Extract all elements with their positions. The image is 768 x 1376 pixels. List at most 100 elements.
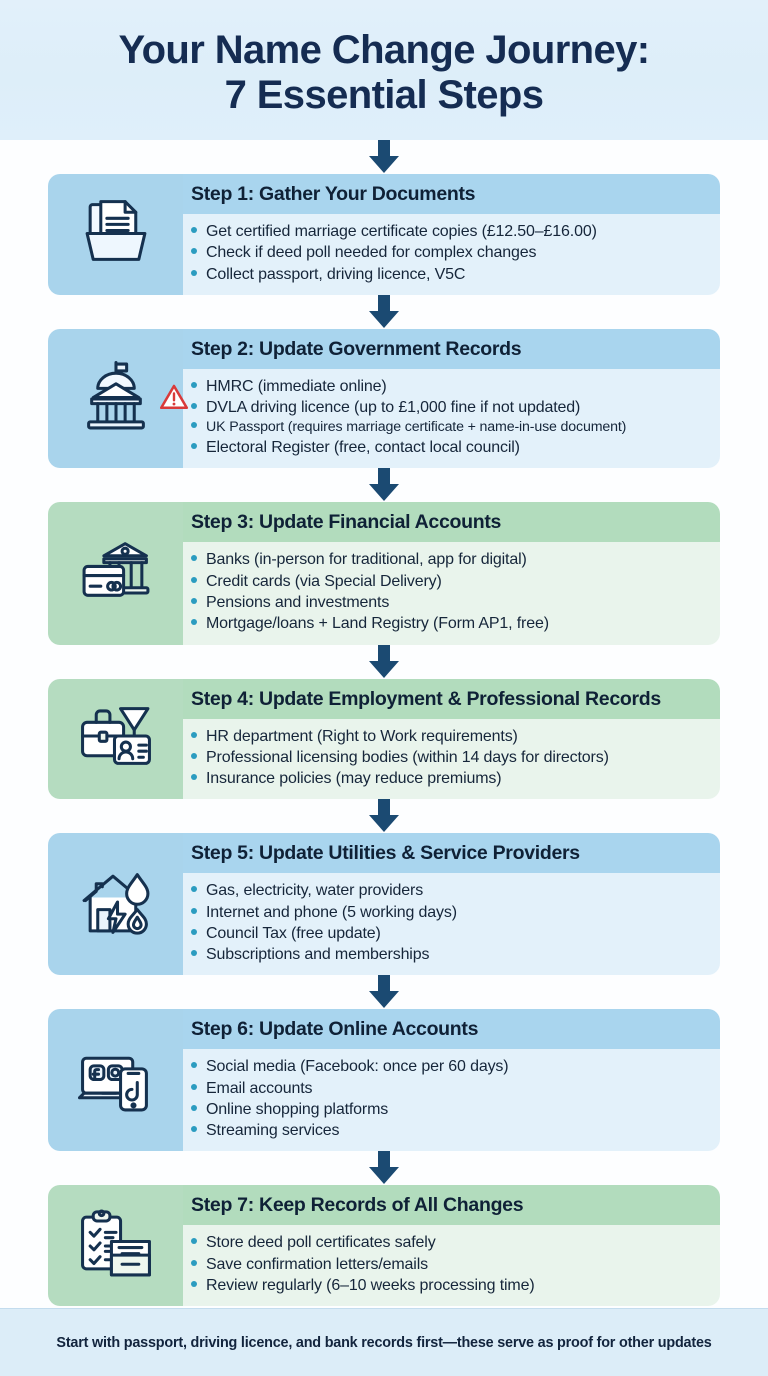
bullet-text: UK Passport (requires marriage certifica…	[206, 419, 627, 436]
bullet-dot-icon	[191, 576, 197, 583]
bullet-text: HMRC (immediate online)	[206, 377, 387, 395]
bullet-dot-icon	[191, 443, 197, 450]
list-item: Pensions and investments	[191, 592, 710, 613]
step-bullet-list: HR department (Right to Work requirement…	[183, 718, 720, 800]
page-title-line-2: 7 Essential Steps	[224, 73, 544, 117]
bullet-text: Credit cards (via Special Delivery)	[206, 572, 442, 590]
list-item: Get certified marriage certificate copie…	[191, 221, 710, 242]
step-icon-pane	[48, 833, 183, 976]
down-arrow-icon	[369, 1151, 399, 1185]
bullet-text: Save confirmation letters/emails	[206, 1255, 428, 1273]
bullet-text: HR department (Right to Work requirement…	[206, 727, 518, 745]
footer-note-bar: Start with passport, driving licence, an…	[0, 1308, 768, 1376]
list-item: Subscriptions and memberships	[191, 944, 710, 965]
bullet-text: Insurance policies (may reduce premiums)	[206, 770, 502, 788]
bullet-dot-icon	[191, 248, 197, 255]
bullet-dot-icon	[191, 1126, 197, 1133]
step-bullet-list: Get certified marriage certificate copie…	[183, 214, 720, 295]
step-icon-pane	[48, 502, 183, 645]
bullet-text: DVLA driving licence (up to £1,000 fine …	[206, 399, 581, 417]
connector-arrow-6-to-7	[48, 1151, 720, 1185]
step-icon-pane	[48, 328, 189, 469]
step-title: Step 7: Keep Records of All Changes	[183, 1185, 720, 1226]
step-title: Step 3: Update Financial Accounts	[183, 502, 720, 543]
bullet-dot-icon	[191, 731, 197, 738]
bullet-text: Gas, electricity, water providers	[206, 882, 424, 900]
bullet-dot-icon	[191, 381, 197, 388]
bullet-dot-icon	[191, 1280, 197, 1287]
bullet-text: Store deed poll certificates safely	[206, 1234, 436, 1252]
list-item: Gas, electricity, water providers	[191, 880, 710, 901]
bullet-dot-icon	[191, 227, 197, 233]
bullet-text: Check if deed poll needed for complex ch…	[206, 244, 537, 262]
bullet-text: Collect passport, driving licence, V5C	[206, 265, 466, 283]
bullet-text: Online shopping platforms	[206, 1100, 389, 1118]
bullet-dot-icon	[191, 598, 197, 604]
bullet-text: Mortgage/loans + Land Registry (Form AP1…	[206, 615, 549, 633]
step-card-5[interactable]: Step 5: Update Utilities & Service Provi…	[48, 833, 720, 976]
bullet-dot-icon	[191, 907, 197, 914]
connector-arrow-top	[48, 140, 720, 174]
down-arrow-icon	[369, 975, 399, 1009]
step-card-4[interactable]: Step 4: Update Employment & Professional…	[48, 678, 720, 800]
bullet-text: Council Tax (free update)	[206, 924, 381, 942]
list-item: Check if deed poll needed for complex ch…	[191, 242, 710, 263]
list-item: DVLA driving licence (up to £1,000 fine …	[191, 397, 710, 418]
clipboard-file-box-icon	[78, 1205, 154, 1286]
step-bullet-list: Banks (in-person for traditional, app fo…	[183, 542, 720, 645]
page-title: Your Name Change Journey: 7 Essential St…	[118, 28, 650, 118]
bullet-dot-icon	[191, 1062, 197, 1069]
bullet-dot-icon	[191, 1259, 197, 1266]
list-item: Electoral Register (free, contact local …	[191, 437, 710, 458]
list-item: Internet and phone (5 working days)	[191, 902, 710, 923]
step-title: Step 6: Update Online Accounts	[183, 1009, 720, 1050]
bullet-dot-icon	[191, 619, 197, 626]
step-title: Step 1: Gather Your Documents	[183, 174, 720, 214]
down-arrow-icon	[369, 140, 399, 173]
bullet-text: Electoral Register (free, contact local …	[206, 439, 520, 457]
list-item: Social media (Facebook: once per 60 days…	[191, 1056, 710, 1077]
connector-arrow-2-to-3	[48, 468, 720, 502]
bullet-dot-icon	[191, 950, 197, 957]
bullet-text: Subscriptions and memberships	[206, 946, 430, 964]
bullet-dot-icon	[191, 422, 197, 429]
bullet-dot-icon	[191, 1104, 197, 1111]
list-item: HMRC (immediate online)	[191, 376, 710, 397]
list-item: Council Tax (free update)	[191, 923, 710, 944]
bullet-dot-icon	[191, 403, 197, 410]
government-building-icon	[78, 358, 154, 439]
list-item: Professional licensing bodies (within 14…	[191, 747, 710, 768]
bullet-dot-icon	[191, 752, 197, 759]
bullet-text: Pensions and investments	[206, 594, 390, 611]
step-icon-pane	[48, 1009, 183, 1152]
down-arrow-icon	[369, 468, 399, 502]
connector-arrow-3-to-4	[48, 644, 720, 679]
bullet-text: Internet and phone (5 working days)	[206, 903, 457, 921]
list-item: Save confirmation letters/emails	[191, 1254, 710, 1275]
list-item: UK Passport (requires marriage certifica…	[191, 418, 710, 437]
step-body-pane: Step 4: Update Employment & Professional…	[183, 678, 720, 800]
connector-arrow-5-to-6	[48, 975, 720, 1009]
step-title: Step 2: Update Government Records	[183, 328, 720, 369]
list-item: Collect passport, driving licence, V5C	[191, 264, 710, 285]
connector-arrow-4-to-5	[48, 799, 720, 833]
list-item: Online shopping platforms	[191, 1099, 710, 1120]
footer-note-text: Start with passport, driving licence, an…	[56, 1334, 712, 1351]
bullet-text: Banks (in-person for traditional, app fo…	[206, 551, 527, 569]
page-title-line-1: Your Name Change Journey:	[118, 28, 650, 73]
documents-folder-icon	[78, 194, 154, 275]
list-item: Review regularly (6–10 weeks processing …	[191, 1275, 710, 1296]
bullet-dot-icon	[191, 269, 197, 276]
bullet-text: Social media (Facebook: once per 60 days…	[206, 1058, 509, 1076]
list-item: Streaming services	[191, 1120, 710, 1141]
